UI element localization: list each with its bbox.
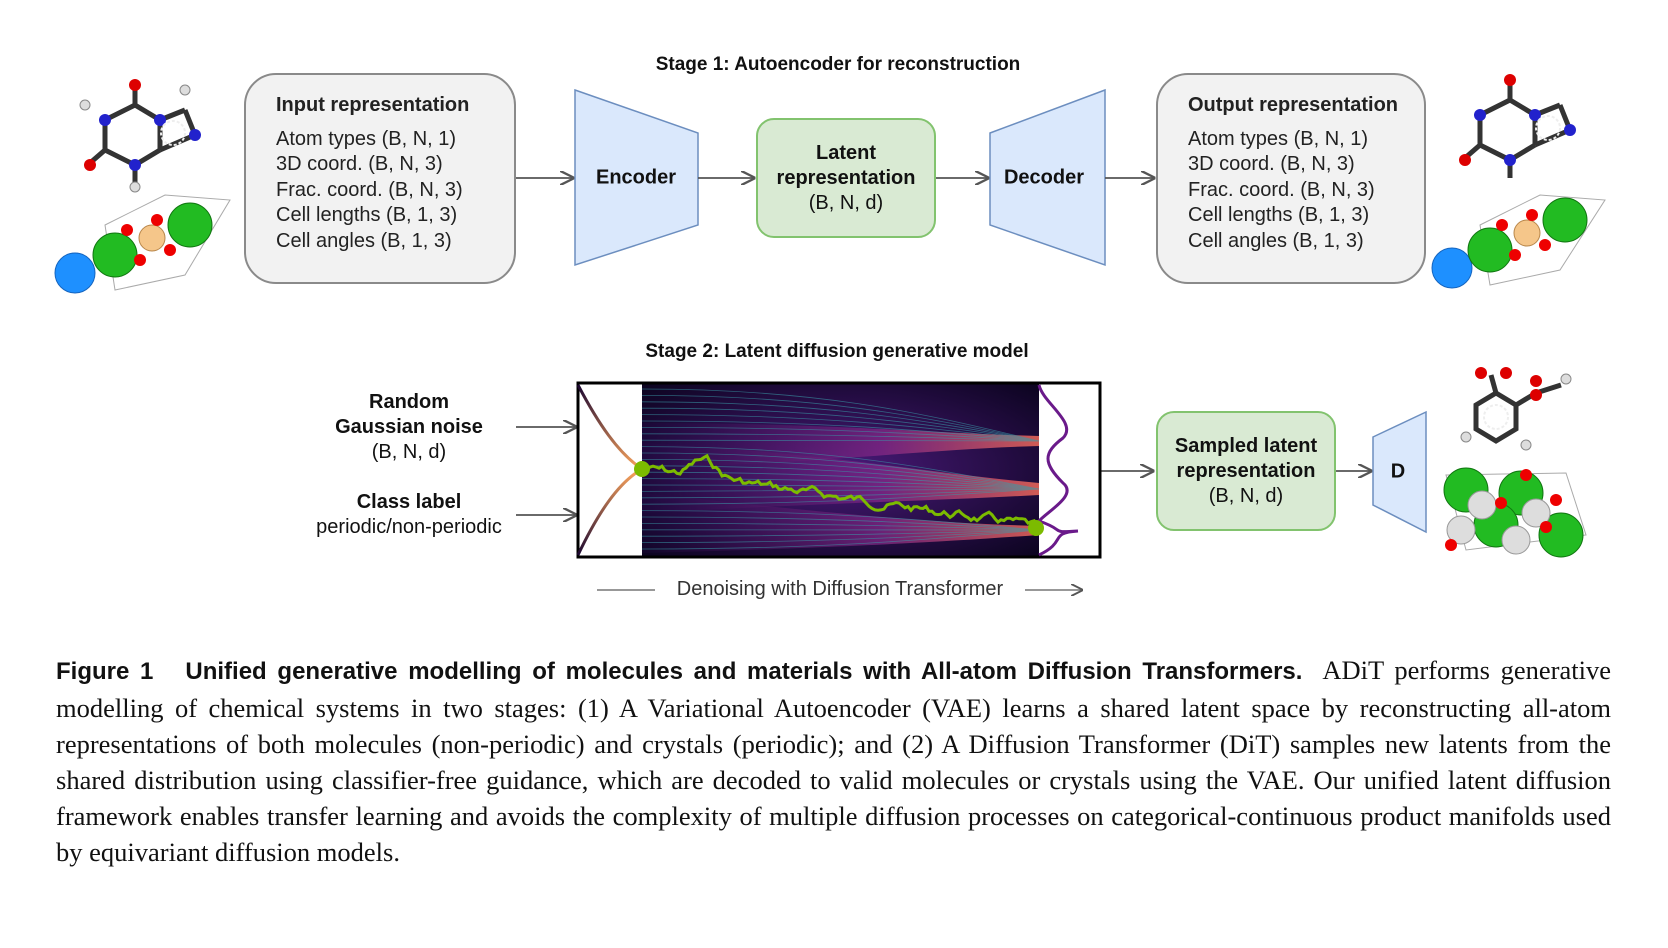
streamline <box>641 510 1040 531</box>
class-label-input: Class label periodic/non-periodic <box>316 490 502 540</box>
caption-title: Unified generative modelling of molecule… <box>185 658 1303 685</box>
class-label-value: periodic/non-periodic <box>316 516 502 538</box>
latent-representation-box: Latent representation (B, N, d) <box>756 118 936 238</box>
start-point <box>634 461 650 477</box>
sampled-line1: Sampled latent <box>1174 434 1318 457</box>
streamline <box>641 427 1040 442</box>
streamline <box>641 407 1040 442</box>
d-trapezoid <box>1372 410 1427 534</box>
output-molecule-crystal-image <box>1431 74 1606 289</box>
streamline <box>641 401 1040 442</box>
noise-line2: Gaussian noise <box>335 416 483 438</box>
output-item: 3D coord. (B, N, 3) <box>1188 153 1355 175</box>
latent-label-line2: representation <box>776 166 916 189</box>
streamline <box>641 516 1040 531</box>
streamline <box>641 484 1040 490</box>
streamline <box>641 471 1040 490</box>
denoising-label: Denoising with Diffusion Transformer <box>676 578 1004 600</box>
decoder-short-label: D <box>1390 460 1406 483</box>
decoder-trapezoid <box>989 88 1106 267</box>
figure-caption: Figure 1 Unified generative modelling of… <box>56 652 1611 870</box>
streamline <box>641 488 1040 499</box>
streamline <box>641 420 1040 442</box>
output-item: Atom types (B, N, 1) <box>1188 127 1369 150</box>
streamline <box>641 439 1040 442</box>
input-item: 3D coord. (B, N, 3) <box>276 153 443 175</box>
streamline <box>641 446 1040 490</box>
stage1-title: Stage 1: Autoencoder for reconstruction <box>655 54 1021 75</box>
streamline <box>641 529 1040 537</box>
latent-shape: (B, N, d) <box>808 191 884 214</box>
output-item: Cell lengths (B, 1, 3) <box>1188 204 1370 226</box>
multimodal-density-curve <box>1036 384 1079 557</box>
streamline <box>641 395 1040 442</box>
end-point <box>1028 520 1044 536</box>
streamline <box>641 433 1040 442</box>
generated-molecule-crystal-image <box>1443 367 1587 558</box>
streamline <box>641 459 1040 490</box>
output-representation-box: Output representation Atom types (B, N, … <box>1156 73 1426 284</box>
input-molecule-crystal-image <box>54 79 231 294</box>
streamline <box>641 529 1040 550</box>
output-item: Cell angles (B, 1, 3) <box>1188 229 1364 252</box>
input-item: Atom types (B, N, 1) <box>276 127 457 150</box>
caption-label: Figure 1 <box>56 658 154 685</box>
input-item: Cell angles (B, 1, 3) <box>276 229 452 252</box>
sampled-shape: (B, N, d) <box>1208 484 1284 507</box>
input-item: Cell lengths (B, 1, 3) <box>276 204 458 226</box>
streamline <box>641 523 1040 531</box>
flow-streamlines <box>641 388 1040 550</box>
streamline <box>641 488 1040 505</box>
streamline <box>641 414 1040 442</box>
caption-body: ADiT performs generative modelling of ch… <box>56 655 1611 867</box>
diffusion-panel <box>576 381 1102 559</box>
noise-shape: (B, N, d) <box>371 441 447 463</box>
streamline <box>641 478 1040 490</box>
decoder-label: Decoder <box>1003 166 1085 189</box>
noise-line1: Random <box>369 391 449 413</box>
streamline <box>641 529 1040 543</box>
latent-label-line1: Latent <box>816 141 876 164</box>
encoder-trapezoid <box>574 88 699 267</box>
streamline <box>641 388 1040 442</box>
streamline <box>641 452 1040 490</box>
input-representation-heading: Input representation <box>276 94 470 116</box>
output-item: Frac. coord. (B, N, 3) <box>1188 178 1375 201</box>
sampled-line2: representation <box>1176 459 1316 482</box>
noise-input-label: Random Gaussian noise (B, N, d) <box>335 390 483 465</box>
input-item: Frac. coord. (B, N, 3) <box>276 178 463 201</box>
stage2-title: Stage 2: Latent diffusion generative mod… <box>645 341 1029 362</box>
output-representation-heading: Output representation <box>1188 94 1399 116</box>
sampled-latent-box: Sampled latent representation (B, N, d) <box>1156 411 1336 531</box>
encoder-label: Encoder <box>595 166 677 189</box>
class-label-heading: Class label <box>356 491 462 513</box>
denoising-trajectory <box>642 453 1038 529</box>
input-representation-box: Input representation Atom types (B, N, 1… <box>244 73 516 284</box>
